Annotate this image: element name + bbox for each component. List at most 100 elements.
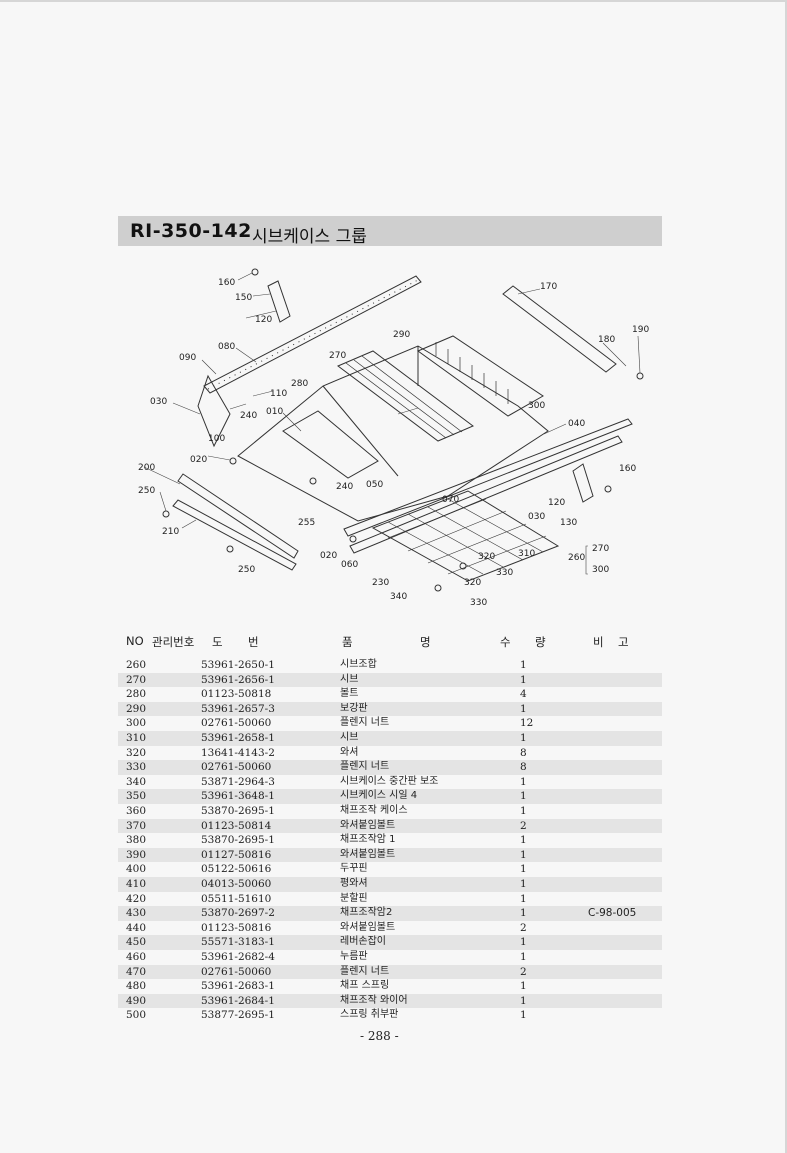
svg-text:120: 120	[255, 315, 272, 325]
quantity: 1	[520, 994, 527, 1007]
bracket-right	[572, 463, 594, 503]
quantity: 1	[520, 790, 527, 803]
quantity: 1	[520, 936, 527, 949]
drawing-number: 01123-50814	[201, 819, 272, 832]
drawing-number: 53870-2695-1	[201, 834, 275, 847]
svg-text:150: 150	[235, 293, 252, 303]
drawing-number: 04013-50060	[201, 878, 272, 890]
svg-text:320: 320	[478, 552, 495, 562]
drawing-number: 53961-2650-1	[201, 659, 275, 671]
part-no: 370	[126, 819, 147, 832]
side-rail-right-lower	[349, 435, 623, 554]
part-name: 와셔	[340, 746, 359, 758]
svg-text:080: 080	[218, 342, 235, 352]
part-no: 270	[126, 673, 147, 686]
drawing-number: 05122-50616	[201, 863, 272, 876]
svg-text:180: 180	[598, 335, 615, 345]
lower-rail-left	[172, 499, 297, 571]
side-rail-right	[343, 418, 633, 537]
part-name: 플렌지 너트	[340, 761, 390, 773]
svg-text:060: 060	[341, 560, 358, 570]
svg-text:330: 330	[496, 568, 513, 578]
quantity: 1	[520, 892, 527, 905]
part-no: 490	[126, 994, 147, 1007]
svg-text:020: 020	[190, 455, 207, 465]
quantity: 8	[520, 746, 527, 759]
part-no: 350	[126, 790, 147, 803]
part-name: 시브	[340, 673, 359, 685]
part-no: 320	[126, 746, 147, 759]
part-no: 340	[126, 775, 147, 788]
svg-text:030: 030	[528, 512, 545, 522]
drawing-number: 01127-50816	[201, 848, 272, 861]
part-no: 460	[126, 951, 147, 963]
svg-text:240: 240	[336, 482, 353, 492]
drawing-number: 02761-50060	[201, 717, 272, 730]
part-name: 볼트	[340, 688, 359, 700]
part-name: 채프 스프링	[340, 980, 390, 992]
svg-text:250: 250	[238, 565, 255, 575]
svg-text:090: 090	[179, 353, 196, 363]
part-name: 와셔붙임볼트	[340, 819, 396, 831]
part-no: 300	[126, 717, 147, 730]
lower-plate-left	[177, 473, 299, 559]
svg-text:050: 050	[366, 480, 383, 490]
part-no: 470	[126, 965, 147, 978]
part-name: 시브조합	[340, 659, 377, 670]
svg-text:100: 100	[208, 434, 225, 444]
col-header-qty-b: 량	[535, 635, 546, 649]
side-plate-left	[197, 374, 231, 448]
part-name: 스프링 취부판	[340, 1009, 399, 1021]
drawing-number: 53961-3648-1	[201, 790, 275, 803]
svg-text:290: 290	[393, 330, 410, 340]
part-no: 380	[126, 834, 147, 847]
part-name: 보강판	[340, 702, 368, 714]
part-name: 시브케이스 시일 4	[340, 790, 418, 802]
part-no: 330	[126, 761, 147, 774]
part-no: 450	[126, 936, 147, 949]
part-no: 500	[126, 1009, 147, 1022]
drawing-number: 53961-2682-4	[201, 951, 275, 963]
part-name: 평와셔	[340, 878, 368, 889]
page-number: - 288 -	[360, 1029, 399, 1043]
part-no: 310	[126, 732, 147, 744]
cover-plate	[502, 285, 617, 373]
quantity: 1	[520, 834, 527, 847]
part-name: 플렌지 너트	[340, 965, 390, 977]
part-no: 440	[126, 921, 147, 934]
quantity: 1	[520, 863, 527, 876]
side-rail-left	[203, 275, 422, 394]
quantity: 1	[520, 907, 527, 920]
svg-text:320: 320	[464, 578, 481, 588]
part-name: 누름판	[340, 951, 368, 962]
main-frame	[237, 345, 549, 522]
part-name: 시브케이스 중간판 보조	[340, 775, 439, 787]
svg-text:010: 010	[266, 407, 283, 417]
svg-text:020: 020	[320, 551, 337, 561]
svg-text:110: 110	[270, 389, 287, 399]
svg-text:260: 260	[568, 553, 585, 563]
svg-text:310: 310	[518, 549, 535, 559]
drawing-number: 53961-2656-1	[201, 673, 275, 686]
col-header-note-a: 비	[593, 635, 604, 649]
svg-text:240: 240	[240, 411, 257, 421]
part-no: 290	[126, 702, 147, 715]
col-header-note-b: 고	[618, 635, 629, 649]
